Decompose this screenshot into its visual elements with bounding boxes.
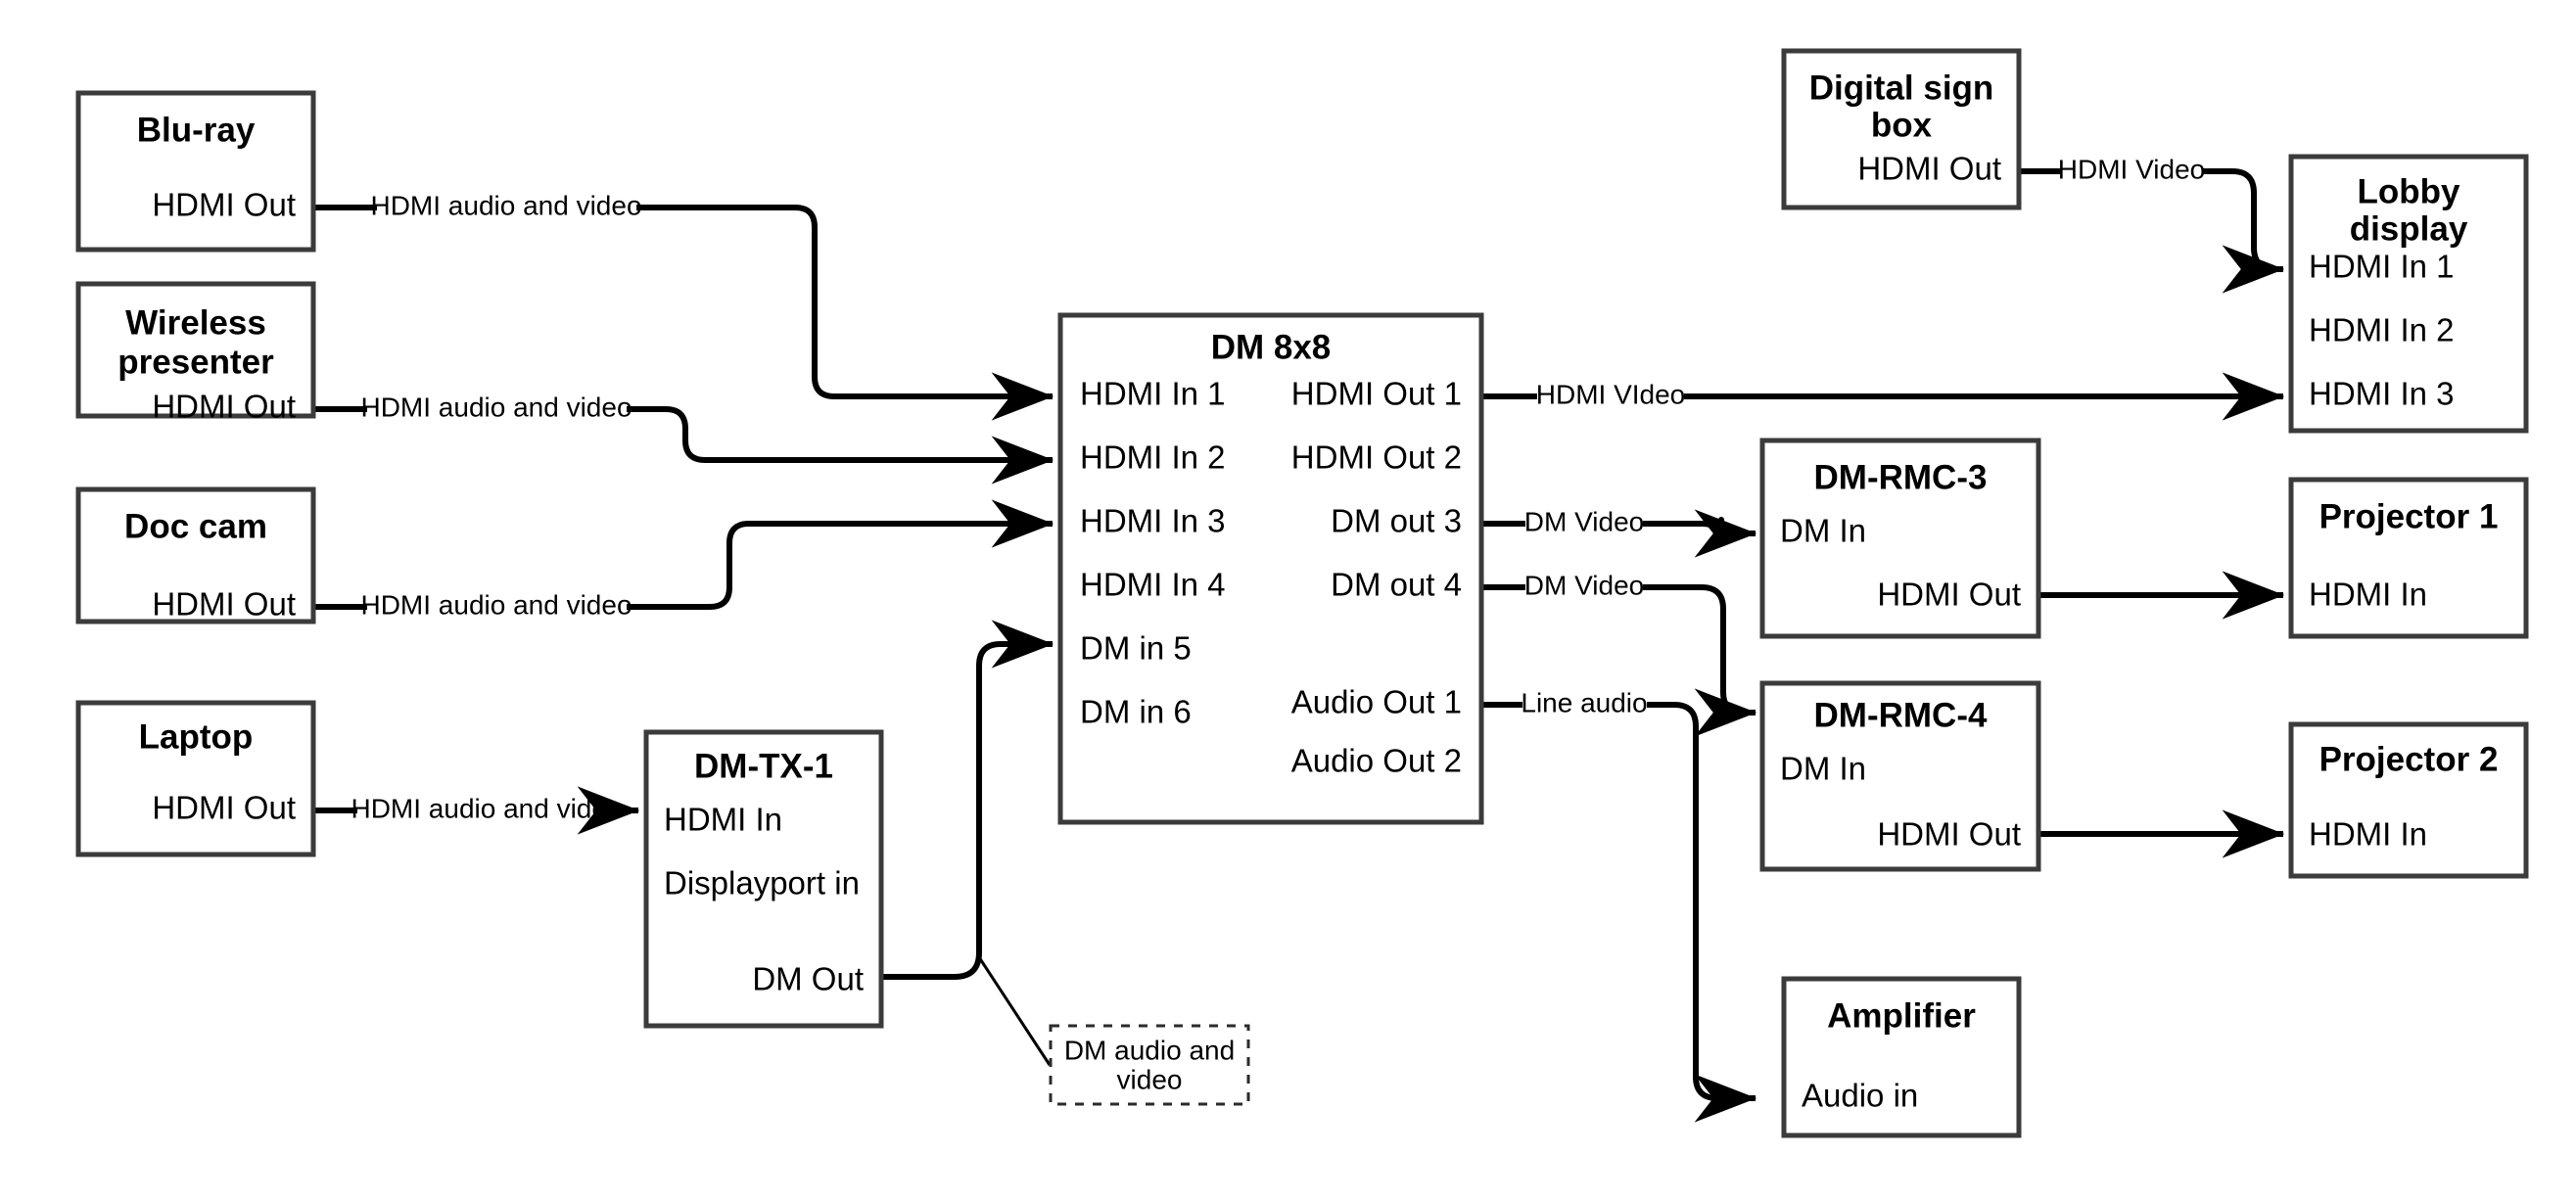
edge-label-dm-out4-to-rmc4: DM Video bbox=[1524, 570, 1644, 600]
projector-2-port-hdmi-in: HDMI In bbox=[2309, 816, 2427, 853]
node-bluray[interactable]: Blu-ray HDMI Out bbox=[75, 90, 316, 253]
edge-label-bluray-to-dm-in1: HDMI audio and video bbox=[370, 190, 641, 220]
lobby-display-port-hdmi-in-2: HDMI In 2 bbox=[2309, 312, 2455, 348]
dm-8x8-port-hdmi-out-1: HDMI Out 1 bbox=[1291, 376, 1462, 412]
edge-label-wireless-to-dm-in2: HDMI audio and video bbox=[360, 392, 632, 422]
edge-label-sign-to-lobby-in1: HDMI Video bbox=[2058, 154, 2205, 184]
projector-2-box[interactable] bbox=[2288, 721, 2529, 879]
edge-label-doccam-to-dm-in3: HDMI audio and video bbox=[360, 589, 632, 620]
dm-rmc-3-port-dm-in: DM In bbox=[1780, 513, 1866, 549]
wire-doccam-to-dm-in3 bbox=[313, 524, 1053, 610]
wire-dmtx-to-dm-in5 bbox=[881, 620, 1054, 980]
node-dm-rmc-3[interactable]: DM-RMC-3 DM In HDMI Out bbox=[1759, 438, 2041, 639]
wire-bluray-to-dm-in1 bbox=[313, 205, 1053, 396]
wireless-presenter-port-hdmi-out: HDMI Out bbox=[152, 389, 296, 425]
wire-dm-out4-to-rmc4 bbox=[1481, 584, 1756, 713]
projector-1-box[interactable] bbox=[2288, 477, 2529, 639]
projector-2-title: Projector 2 bbox=[2319, 740, 2499, 778]
dm-8x8-box[interactable] bbox=[1057, 312, 1484, 825]
lobby-display-port-hdmi-in-3: HDMI In 3 bbox=[2309, 376, 2455, 412]
lobby-display-port-hdmi-in-1: HDMI In 1 bbox=[2309, 249, 2455, 285]
projector-1-title: Projector 1 bbox=[2319, 497, 2499, 535]
lobby-display-title-line-1: Lobby bbox=[2358, 172, 2461, 210]
doc-cam-title: Doc cam bbox=[124, 507, 267, 545]
dm-rmc-3-title: DM-RMC-3 bbox=[1814, 458, 1988, 496]
dm-rmc-4-port-dm-in: DM In bbox=[1780, 751, 1866, 787]
node-laptop[interactable]: Laptop HDMI Out bbox=[75, 700, 316, 857]
dm-8x8-port-dm-in-5: DM in 5 bbox=[1080, 630, 1192, 667]
wire-wireless-to-dm-in2 bbox=[313, 409, 1053, 460]
edge-label-laptop-to-dmtx: HDMI audio and video bbox=[351, 793, 622, 823]
node-digital-sign-box[interactable]: Digital sign box HDMI Out bbox=[1781, 48, 2022, 210]
dm-8x8-port-dm-out-4: DM out 4 bbox=[1331, 567, 1462, 603]
dm-8x8-port-dm-out-3: DM out 3 bbox=[1331, 503, 1462, 539]
callout-box bbox=[1049, 1024, 1250, 1106]
amplifier-port-audio-in: Audio in bbox=[1802, 1078, 1918, 1114]
dm-tx-1-box[interactable] bbox=[643, 729, 884, 1029]
amplifier-box[interactable] bbox=[1781, 976, 2022, 1138]
dm-rmc-4-box[interactable] bbox=[1759, 680, 2041, 872]
wireless-presenter-title-line-1: Wireless bbox=[125, 303, 266, 342]
node-dm-tx-1[interactable]: DM-TX-1 HDMI In Displayport in DM Out bbox=[643, 729, 884, 1029]
dm-8x8-port-hdmi-in-1: HDMI In 1 bbox=[1080, 376, 1226, 412]
wire-layer bbox=[313, 168, 2283, 1098]
digital-sign-box-title-line-2: box bbox=[1871, 106, 1933, 144]
bluray-port-hdmi-out: HDMI Out bbox=[152, 187, 296, 223]
wire-dm-out3-to-rmc3 bbox=[1481, 520, 1756, 539]
wireless-presenter-box[interactable] bbox=[75, 281, 316, 419]
edge-label-dm-out3-to-rmc3: DM Video bbox=[1524, 506, 1644, 536]
doc-cam-box[interactable] bbox=[75, 486, 316, 624]
digital-sign-box-box[interactable] bbox=[1781, 48, 2022, 210]
callout-dm-audio-and-video: DM audio and video bbox=[1049, 1024, 1250, 1106]
bluray-box[interactable] bbox=[75, 90, 316, 253]
dm-tx-1-port-hdmi-in: HDMI In bbox=[664, 802, 782, 838]
dm-8x8-port-hdmi-in-3: HDMI In 3 bbox=[1080, 503, 1226, 539]
dm-rmc-3-box[interactable] bbox=[1759, 438, 2041, 639]
edge-label-audio-out1-to-amp: Line audio bbox=[1521, 687, 1647, 717]
dm-8x8-port-hdmi-in-2: HDMI In 2 bbox=[1080, 439, 1226, 476]
laptop-port-hdmi-out: HDMI Out bbox=[152, 790, 296, 826]
dm-8x8-title: DM 8x8 bbox=[1211, 328, 1332, 366]
wireless-presenter-title-line-2: presenter bbox=[117, 343, 274, 381]
laptop-box[interactable] bbox=[75, 700, 316, 857]
dm-rmc-3-port-hdmi-out: HDMI Out bbox=[1877, 577, 2021, 613]
dm-8x8-port-dm-in-6: DM in 6 bbox=[1080, 694, 1192, 730]
callout-line-1: DM audio and bbox=[1064, 1035, 1235, 1065]
dm-rmc-4-title: DM-RMC-4 bbox=[1814, 696, 1988, 734]
node-wireless-presenter[interactable]: Wireless presenter HDMI Out bbox=[75, 281, 316, 425]
dm-8x8-port-audio-out-1: Audio Out 1 bbox=[1291, 684, 1462, 720]
laptop-title: Laptop bbox=[139, 717, 254, 756]
digital-sign-box-port-hdmi-out: HDMI Out bbox=[1857, 151, 2001, 187]
dm-tx-1-port-displayport-in: Displayport in bbox=[664, 865, 860, 901]
node-lobby-display[interactable]: Lobby display HDMI In 1 HDMI In 2 HDMI I… bbox=[2288, 154, 2529, 434]
edge-label-dm-out1-to-lobby-in3: HDMI VIdeo bbox=[1536, 379, 1686, 409]
callout-line-2: video bbox=[1117, 1064, 1183, 1094]
dm-rmc-4-port-hdmi-out: HDMI Out bbox=[1877, 816, 2021, 853]
edge-label-layer: HDMI audio and video HDMI audio and vide… bbox=[351, 154, 2205, 823]
projector-1-port-hdmi-in: HDMI In bbox=[2309, 577, 2427, 613]
node-amplifier[interactable]: Amplifier Audio in bbox=[1781, 976, 2022, 1138]
lobby-display-box[interactable] bbox=[2288, 154, 2529, 434]
node-doc-cam[interactable]: Doc cam HDMI Out bbox=[75, 486, 316, 624]
wire-audio-out1-to-amp bbox=[1481, 702, 1756, 1098]
dm-8x8-port-audio-out-2: Audio Out 2 bbox=[1291, 743, 1462, 779]
dm-8x8-port-hdmi-out-2: HDMI Out 2 bbox=[1291, 439, 1462, 476]
dm-8x8-port-hdmi-in-4: HDMI In 4 bbox=[1080, 567, 1226, 603]
node-dm-8x8[interactable]: DM 8x8 HDMI In 1 HDMI In 2 HDMI In 3 HDM… bbox=[1057, 312, 1484, 825]
wire-sign-to-lobby-in1 bbox=[2019, 168, 2283, 269]
dm-tx-1-title: DM-TX-1 bbox=[694, 747, 833, 785]
doc-cam-port-hdmi-out: HDMI Out bbox=[152, 586, 296, 623]
amplifier-title: Amplifier bbox=[1827, 996, 1976, 1035]
node-projector-1[interactable]: Projector 1 HDMI In bbox=[2288, 477, 2529, 639]
node-projector-2[interactable]: Projector 2 HDMI In bbox=[2288, 721, 2529, 879]
lobby-display-title-line-2: display bbox=[2350, 209, 2468, 248]
node-dm-rmc-4[interactable]: DM-RMC-4 DM In HDMI Out bbox=[1759, 680, 2041, 872]
callout-leader-line bbox=[977, 956, 1052, 1066]
dm-tx-1-port-dm-out: DM Out bbox=[752, 961, 864, 997]
digital-sign-box-title-line-1: Digital sign bbox=[1809, 69, 1994, 107]
bluray-title: Blu-ray bbox=[137, 111, 256, 149]
